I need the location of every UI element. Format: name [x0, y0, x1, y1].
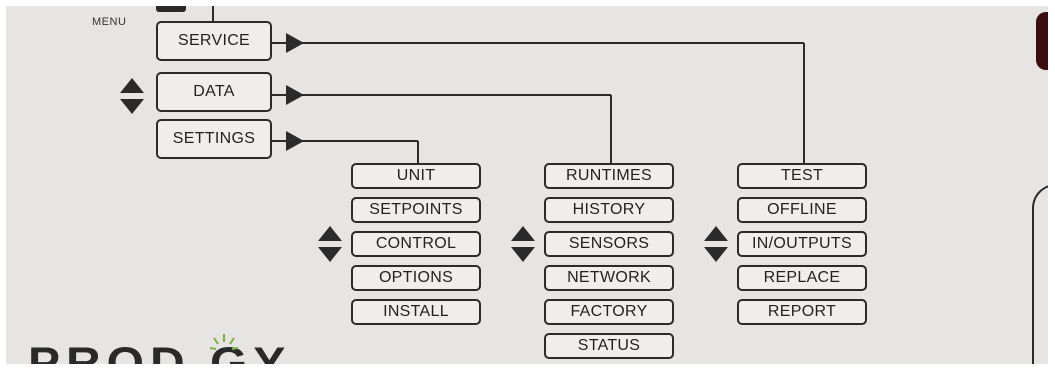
data-key[interactable]: DATA: [156, 72, 272, 112]
brand-logo: PROD GY: [28, 339, 292, 364]
back-button-edge[interactable]: [156, 6, 186, 12]
service-item-report[interactable]: REPORT: [737, 299, 867, 325]
menu-label: MENU: [92, 16, 127, 28]
data-arrow-icon: [286, 85, 304, 105]
data-item-sensors[interactable]: SENSORS: [544, 231, 674, 257]
settings-key[interactable]: SETTINGS: [156, 119, 272, 159]
service-item-replace[interactable]: REPLACE: [737, 265, 867, 291]
settings-updown-icon[interactable]: [316, 224, 344, 264]
side-panel-edge: [1032, 184, 1048, 364]
settings-item-setpoints[interactable]: SETPOINTS: [351, 197, 481, 223]
settings-arrow-icon: [286, 131, 304, 151]
main-updown-icon[interactable]: [118, 76, 146, 116]
settings-item-install[interactable]: INSTALL: [351, 299, 481, 325]
service-key[interactable]: SERVICE: [156, 21, 272, 61]
service-updown-icon[interactable]: [702, 224, 730, 264]
data-item-history[interactable]: HISTORY: [544, 197, 674, 223]
service-item-inoutputs[interactable]: IN/OUTPUTS: [737, 231, 867, 257]
service-arrow-icon: [286, 33, 304, 53]
logo-spark-icon: [209, 334, 239, 350]
service-item-test[interactable]: TEST: [737, 163, 867, 189]
data-item-runtimes[interactable]: RUNTIMES: [544, 163, 674, 189]
indicator-corner: [1036, 12, 1048, 70]
data-item-factory[interactable]: FACTORY: [544, 299, 674, 325]
menu-connection-lines: [212, 6, 805, 166]
control-panel: MENU SERVICE DATA SETTINGS UNIT SETPOINT…: [6, 6, 1048, 364]
settings-item-options[interactable]: OPTIONS: [351, 265, 481, 291]
service-item-offline[interactable]: OFFLINE: [737, 197, 867, 223]
settings-item-control[interactable]: CONTROL: [351, 231, 481, 257]
data-item-status[interactable]: STATUS: [544, 333, 674, 359]
data-updown-icon[interactable]: [509, 224, 537, 264]
settings-item-unit[interactable]: UNIT: [351, 163, 481, 189]
data-item-network[interactable]: NETWORK: [544, 265, 674, 291]
